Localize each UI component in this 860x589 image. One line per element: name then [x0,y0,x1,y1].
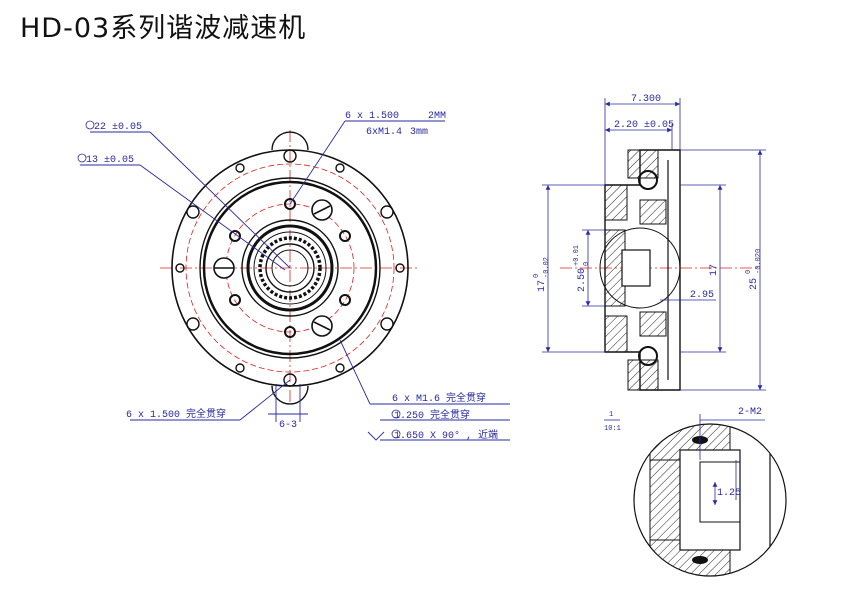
dim-d25-tol-bot: -0.020 [755,249,763,274]
dim-d17-left-tol-top: 0 [533,274,541,278]
dim-d17-right: 17 [709,264,720,276]
dim-220: 2.20 ±0.05 [614,120,674,131]
front-view [160,130,420,405]
side-section-view [560,149,760,391]
dim-295: 2.95 [690,290,714,301]
d1250-label: 1.250 完全贯穿 [394,408,470,422]
detail-scale-bot: 10:1 [604,425,621,433]
label-2m2: 2-M2 [738,407,762,418]
detail-labels: 1 10:1 2-M2 1.25 [604,407,762,499]
dim-d17-left-tol-bot: -0.02 [543,257,551,278]
dim-d250-tol-bot: 0 [583,262,591,266]
d22-label: 22 ±0.05 [94,122,142,133]
side-dimensions: 7.300 2.20 ±0.05 17 0 -0.02 2.50 +0.01 0… [533,94,763,301]
detail-scale-top: 1 [609,411,613,419]
dim-d25: 25 [749,278,760,290]
dim-d250-tol-top: +0.01 [573,245,581,266]
dim-d250: 2.50 [577,268,588,292]
m16-label: 6 x M1.6 完全贯穿 [392,391,486,405]
detail-view [633,423,787,577]
dim-7300: 7.300 [631,94,661,105]
dim-d25-tol-top: 0 [745,270,753,274]
top-holes-label: 6 x 1.500 [345,111,399,122]
front-dimensions: 22 ±0.05 13 ±0.05 6 x 1.500 2MM 6xM1.4 3… [77,111,498,442]
six-three-label: 6-3 [279,420,297,431]
top-depth-label: 2MM [428,111,446,122]
label-125: 1.25 [717,488,741,499]
top-thread-depth-label: 3mm [410,127,428,138]
d1650-label: 1.650 X 90° , 近端 [394,428,498,442]
top-thread-label: 6xM1.4 [366,127,402,138]
d13-label: 13 ±0.05 [86,155,134,166]
page-title: HD-03系列谐波减速机 [20,13,307,44]
dim-d17-left: 17 [537,280,548,292]
left-holes-label: 6 x 1.500 完全贯穿 [126,407,226,421]
